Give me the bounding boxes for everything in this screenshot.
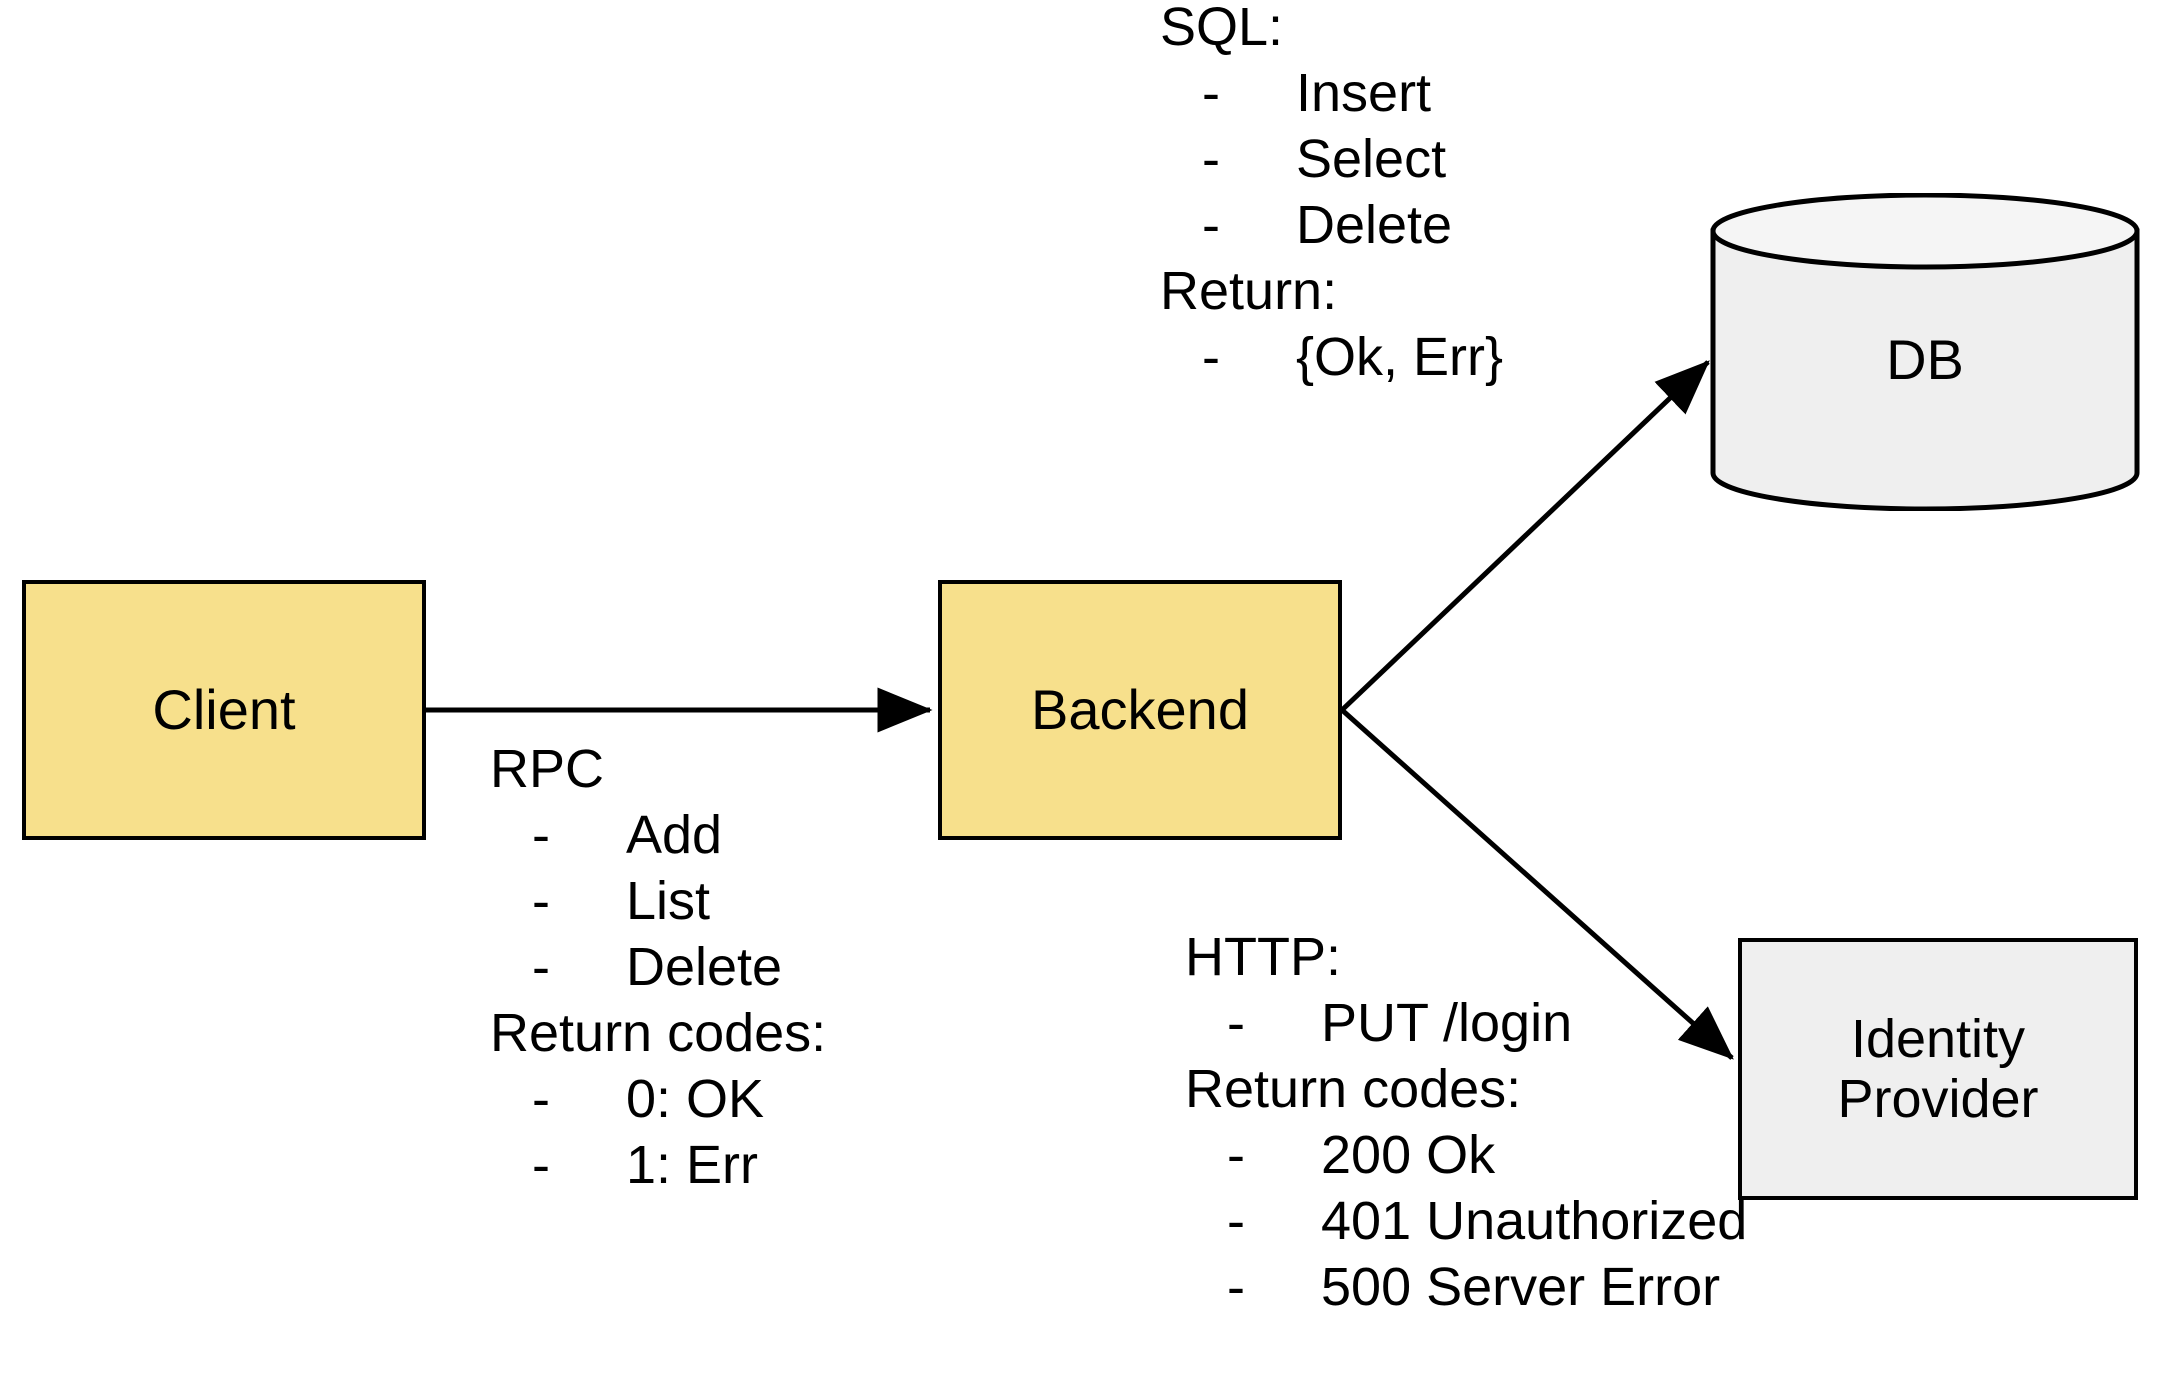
annotation-sql: SQL: - Insert - Select - Delete Return: … bbox=[1160, 0, 1503, 396]
bullet-dash-icon: - bbox=[532, 1069, 550, 1129]
node-backend[interactable]: Backend bbox=[938, 580, 1342, 840]
annotation-sql-operation: - Select bbox=[1202, 129, 1447, 189]
annotation-rpc-return: - 1: Err bbox=[532, 1135, 759, 1195]
annotation-sql-return-heading: Return: bbox=[1160, 261, 1338, 321]
annotation-sql-return: - {Ok, Err} bbox=[1202, 327, 1504, 387]
annotation-sql-operation: - Insert bbox=[1202, 63, 1432, 123]
database-cylinder-icon bbox=[1710, 193, 2140, 511]
annotation-rpc-operation: - Add bbox=[532, 805, 723, 865]
annotation-rpc: RPC - Add - List - Delete Return codes: … bbox=[490, 742, 826, 1204]
node-identity-provider-label: Identity Provider bbox=[1837, 1008, 2039, 1129]
annotation-http: HTTP: - PUT /login Return codes: - 200 O… bbox=[1185, 930, 1747, 1326]
node-client-label: Client bbox=[152, 677, 296, 741]
node-backend-label: Backend bbox=[1031, 677, 1249, 741]
annotation-http-heading: HTTP: bbox=[1185, 927, 1341, 987]
annotation-sql-heading: SQL: bbox=[1160, 0, 1284, 57]
annotation-rpc-operation: - Delete bbox=[532, 937, 783, 997]
annotation-http-return-heading: Return codes: bbox=[1185, 1059, 1522, 1119]
bullet-dash-icon: - bbox=[1202, 63, 1220, 123]
annotation-http-operation: - PUT /login bbox=[1227, 993, 1573, 1053]
node-client[interactable]: Client bbox=[22, 580, 426, 840]
bullet-dash-icon: - bbox=[1227, 1257, 1245, 1317]
bullet-dash-icon: - bbox=[532, 1135, 550, 1195]
annotation-sql-operation: - Delete bbox=[1202, 195, 1453, 255]
node-database-label: DB bbox=[1886, 327, 1964, 391]
bullet-dash-icon: - bbox=[532, 871, 550, 931]
annotation-rpc-return: - 0: OK bbox=[532, 1069, 765, 1129]
annotation-http-return: - 200 Ok bbox=[1227, 1125, 1496, 1185]
bullet-dash-icon: - bbox=[532, 937, 550, 997]
bullet-dash-icon: - bbox=[532, 805, 550, 865]
bullet-dash-icon: - bbox=[1202, 327, 1220, 387]
annotation-rpc-heading: RPC bbox=[490, 739, 605, 799]
bullet-dash-icon: - bbox=[1227, 1191, 1245, 1251]
annotation-rpc-return-heading: Return codes: bbox=[490, 1003, 827, 1063]
annotation-http-return: - 500 Server Error bbox=[1227, 1257, 1721, 1317]
bullet-dash-icon: - bbox=[1227, 993, 1245, 1053]
edge-backend-to-db bbox=[1340, 360, 1710, 712]
node-database[interactable]: DB bbox=[1710, 193, 2140, 511]
bullet-dash-icon: - bbox=[1202, 195, 1220, 255]
bullet-dash-icon: - bbox=[1202, 129, 1220, 189]
annotation-http-return: - 401 Unauthorized bbox=[1227, 1191, 1748, 1251]
annotation-rpc-operation: - List bbox=[532, 871, 711, 931]
node-identity-provider[interactable]: Identity Provider bbox=[1738, 938, 2138, 1200]
bullet-dash-icon: - bbox=[1227, 1125, 1245, 1185]
